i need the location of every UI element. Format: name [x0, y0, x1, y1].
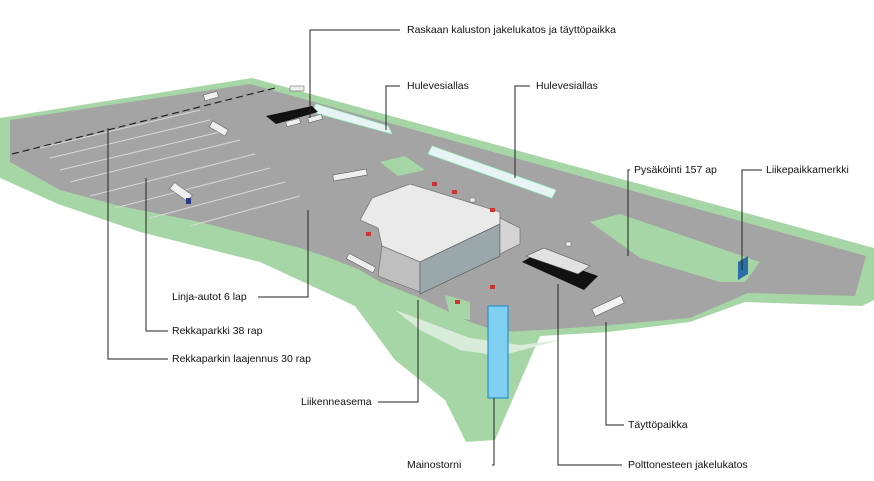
- label-service-station: Liikenneasema: [301, 396, 372, 408]
- green-island-bottom: [445, 295, 470, 320]
- label-fuel-filling: Täyttöpaikka: [628, 419, 688, 431]
- label-buses: Linja-autot 6 lap: [172, 291, 247, 303]
- business-sign: [738, 256, 748, 280]
- expansion-boundary: [11, 87, 276, 155]
- label-truck-parking-expansion: Rekkaparkin laajennus 30 rap: [172, 353, 311, 365]
- label-storm-water-basin-1: Hulevesiallas: [407, 80, 469, 92]
- label-parking: Pysäköinti 157 ap: [634, 164, 717, 176]
- label-truck-parking: Rekkaparkki 38 rap: [172, 325, 263, 337]
- green-island-right: [590, 214, 760, 282]
- car-fuel-canopy-top: [525, 247, 591, 275]
- truck-parking-stripes: [39, 109, 301, 227]
- label-fuel-canopy: Polttonesteen jakelukatos: [628, 459, 748, 471]
- label-storm-water-basin-2: Hulevesiallas: [536, 80, 598, 92]
- green-island-mid: [380, 156, 425, 176]
- service-station-glass: [419, 223, 501, 295]
- label-heavy-fuel-canopy: Raskaan kaluston jakelukatos ja täyttöpa…: [407, 24, 616, 36]
- advertising-tower: [487, 305, 509, 399]
- road-verge: [395, 310, 560, 356]
- label-advertising-tower: Mainostorni: [407, 459, 462, 471]
- leader-lines: [107, 29, 762, 466]
- label-business-sign: Liikepaikkamerkki: [766, 164, 849, 176]
- vehicles: [169, 85, 625, 317]
- car-fuel-canopy: [522, 254, 598, 290]
- service-station-annex: [499, 217, 521, 255]
- heavy-fuel-canopy: [266, 106, 318, 124]
